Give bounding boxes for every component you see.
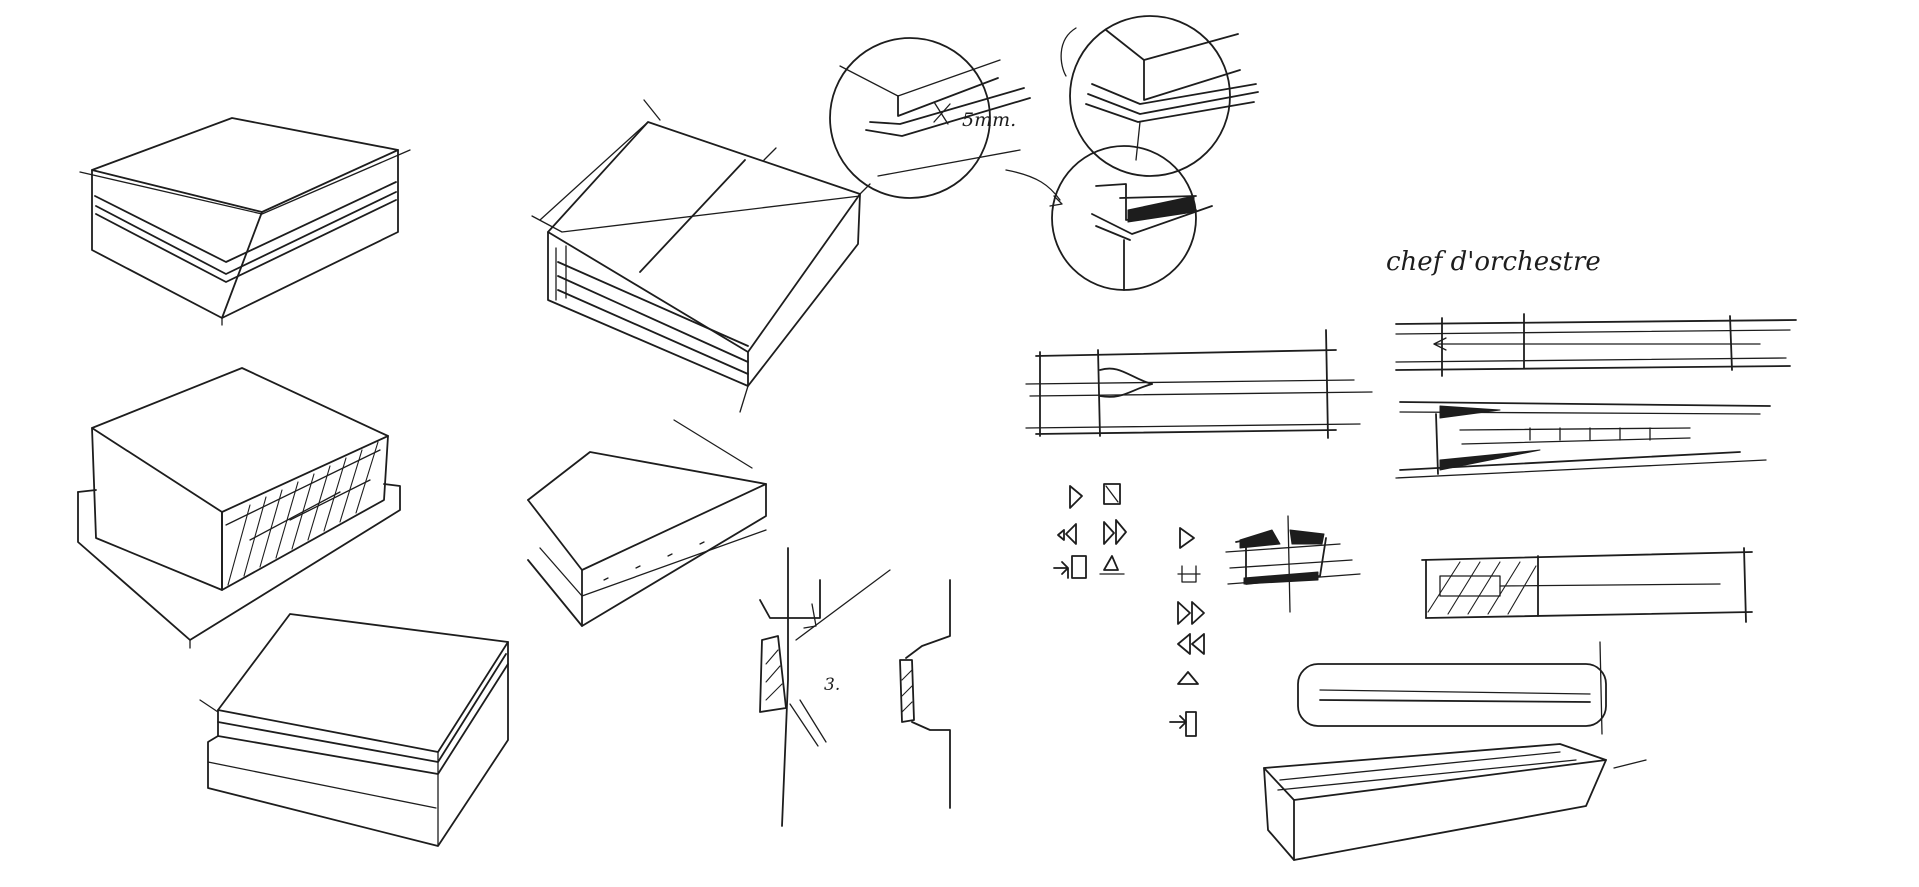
dimension-3-label: 3. bbox=[824, 675, 840, 695]
sketch-slab bbox=[527, 419, 767, 627]
detail-circle-5mm bbox=[829, 37, 1031, 199]
detail-circle-lower-right bbox=[1005, 145, 1213, 291]
sketch-rail-strip-top bbox=[1395, 313, 1797, 377]
dimension-5mm-label: 5mm. bbox=[962, 109, 1016, 131]
sketch-box-flat-top-left bbox=[79, 117, 411, 326]
sketch-box-two-lids bbox=[531, 99, 871, 413]
note-chef-label: chef d'orchestre bbox=[1386, 247, 1601, 277]
sketch-bar-plan bbox=[1297, 641, 1607, 735]
detail-circle-upper-right bbox=[1060, 15, 1259, 177]
sketch-box-bottom-left bbox=[199, 613, 509, 847]
sketch-box-on-plinth bbox=[77, 367, 401, 649]
sketch-profile bbox=[899, 579, 951, 809]
sketch-bar-perspective bbox=[1263, 743, 1647, 861]
annotations: 5mm. 3. chef d'orchestre bbox=[824, 109, 1601, 695]
sketch-section-detail-3 bbox=[759, 547, 891, 827]
symbol-column-right bbox=[1169, 527, 1205, 737]
sketch-hatched-block bbox=[1225, 515, 1361, 613]
sketch-rail-strip-mid bbox=[1395, 401, 1771, 479]
plan-strip-middle bbox=[1025, 329, 1373, 439]
symbol-grid-left bbox=[1053, 483, 1127, 579]
sketch-planter-hatched bbox=[1421, 547, 1753, 623]
